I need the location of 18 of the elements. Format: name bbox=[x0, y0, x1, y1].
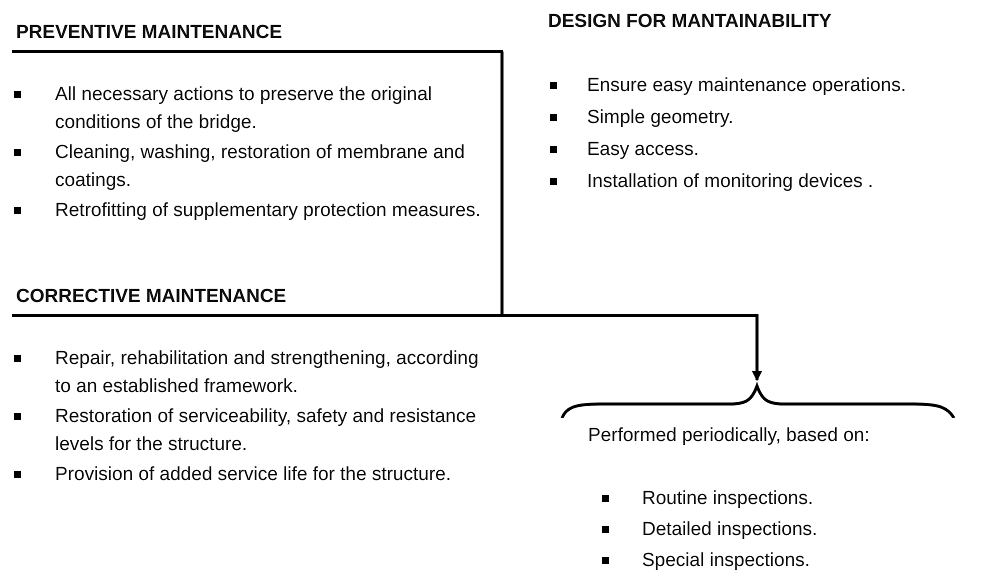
list-item-text: Easy access. bbox=[587, 138, 699, 162]
list-item-text: Routine inspections. bbox=[642, 487, 814, 511]
section-heading: PREVENTIVE MAINTENANCE bbox=[15, 21, 284, 45]
list-item-text: Retrofitting of supplementary protection measures. bbox=[55, 199, 481, 223]
list-item-text: Simple geometry. bbox=[587, 106, 734, 130]
section-heading: CORRECTIVE MAINTENANCE bbox=[15, 285, 288, 309]
list-item-text: All necessary actions to preserve the original conditions of the bridge. bbox=[55, 83, 434, 135]
list-item-text: Installation of monitoring devices . bbox=[587, 170, 874, 194]
list-item-text: Provision of added service life for the structure. bbox=[55, 463, 452, 487]
section-heading: DESIGN FOR MANTAINABILITY bbox=[548, 10, 833, 34]
caption-text: Performed periodically, based on: bbox=[588, 424, 870, 448]
list-item-text: Special inspections. bbox=[642, 549, 810, 573]
list-item-text: Restoration of serviceability, safety and resistance levels for the structure. bbox=[55, 405, 478, 457]
connector-arrow bbox=[500, 314, 762, 381]
list-item-text: Cleaning, washing, restoration of membrane and coatings. bbox=[55, 141, 466, 193]
list-item-text: Ensure easy maintenance operations. bbox=[587, 74, 906, 98]
list-item-text: Repair, rehabilitation and strengthening, according to an established framework. bbox=[55, 347, 480, 399]
list-item-text: Detailed inspections. bbox=[642, 518, 818, 542]
